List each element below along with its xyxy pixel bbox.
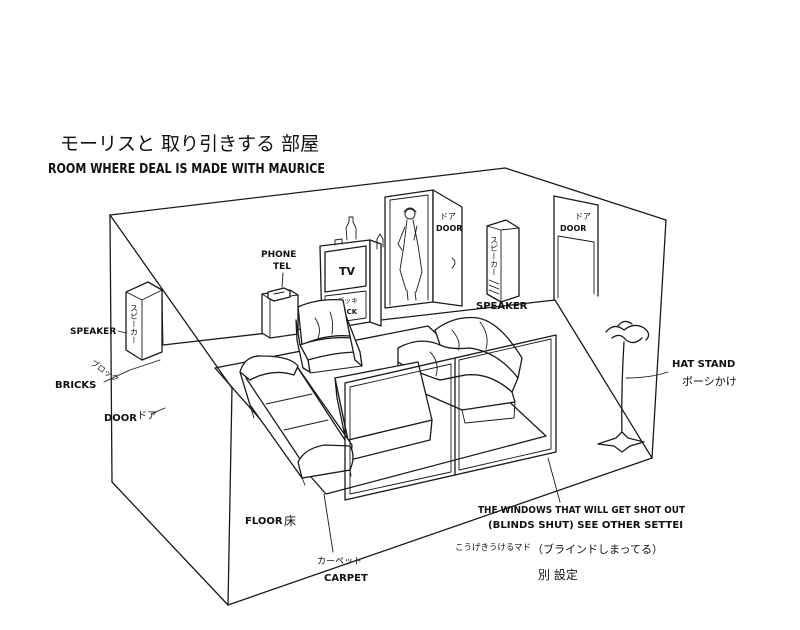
back-door-label: DOOR (436, 224, 462, 233)
phone-label: PHONE (261, 250, 296, 260)
floor-label: FLOOR (245, 516, 283, 527)
left-speaker-label-japanese: スピーカー (130, 304, 139, 344)
carpet-label: CARPET (324, 573, 368, 584)
left-sofa-cushion-lines (265, 393, 329, 431)
right-door-inner-line (557, 235, 595, 299)
bricks-label: BRICKS (55, 380, 96, 391)
hat-stand-hooks (605, 320, 650, 344)
title-english: ROOM WHERE DEAL IS MADE WITH MAURICE (48, 162, 325, 177)
windows-note-line1: THE WINDOWS THAT WILL GET SHOT OUT (478, 505, 685, 516)
figure-legs (406, 289, 417, 301)
windows-note-leader (547, 457, 561, 503)
left-door-label-japanese: ドア (137, 411, 157, 422)
left-door-label: DOOR (104, 413, 137, 424)
windows-note-japanese-3: 別 設定 (538, 567, 578, 582)
telephone-dial (273, 291, 285, 295)
front-left-vertical (227, 387, 233, 606)
left-wall-rear-vertical (109, 214, 113, 483)
right-speaker-grille (488, 279, 500, 295)
back-door (384, 189, 463, 309)
left-sofa-seat-edge (295, 364, 346, 441)
windows-note-japanese-1: こうげきうけるマド (455, 543, 531, 553)
telephone (267, 287, 291, 302)
windows-note-line2: (BLINDS SHUT) SEE OTHER SETTEI (488, 520, 683, 531)
left-speaker: スピーカー (117, 281, 163, 361)
carpet-label-japanese: カーペット (317, 556, 362, 567)
coffee-table-top (334, 361, 433, 441)
phone-leader (281, 272, 284, 288)
left-sofa-backrest (245, 377, 303, 463)
phone-table (261, 272, 299, 339)
left-sofa (239, 355, 354, 486)
deck-label: DECK (336, 308, 358, 316)
right-sofa-back (434, 316, 523, 379)
right-door (553, 195, 599, 301)
windows-note-japanese-2: （ブラインドしまってる） (532, 542, 663, 556)
window-inner-frame (349, 338, 552, 495)
floor-label-japanese: 床 (284, 514, 296, 528)
back-door-knob (451, 257, 456, 269)
figure-head (404, 208, 416, 220)
back-door-leaf (432, 189, 463, 307)
back-door-inner-frame (389, 194, 429, 306)
carpet-leader (323, 493, 334, 553)
left-speaker-leader (117, 330, 127, 334)
ceiling-right-edge (504, 167, 667, 221)
bottle (345, 216, 357, 241)
left-wall-top-edge (109, 214, 233, 389)
left-wall-bottom-edge (111, 481, 229, 606)
window-frame (344, 334, 557, 501)
bricks-leader (103, 359, 161, 383)
right-wall-floor-line (554, 299, 653, 459)
tv-label: TV (339, 265, 356, 278)
hat-stand-label-japanese: ボーシかけ (682, 375, 737, 388)
deck-label-japanese: デッキ (337, 296, 358, 305)
hat-stand-leader (625, 371, 669, 379)
armchair-base (307, 351, 363, 374)
right-sofa-cushion-lines (429, 321, 488, 377)
right-speaker-label: SPEAKER (476, 301, 528, 312)
right-sofa (397, 316, 523, 424)
figure-hair (403, 207, 417, 213)
woman-figure (397, 207, 423, 301)
right-speaker-label-japanese: スピーカー (490, 236, 499, 276)
windows (344, 334, 557, 501)
back-door-label-japanese: ドア (440, 212, 456, 221)
left-door-leader (150, 407, 166, 415)
hat-stand (597, 320, 669, 453)
right-speaker-box (486, 219, 520, 303)
right-sofa-front (461, 401, 516, 424)
right-speaker: スピーカー (486, 219, 520, 303)
tv-screen (324, 245, 367, 293)
right-door-label-japanese: ドア (575, 212, 591, 221)
armchair (295, 299, 363, 374)
tv-cabinet-side (369, 239, 382, 327)
right-speaker-edge (486, 225, 520, 303)
right-door-frame (553, 195, 599, 301)
right-wall-front-vertical (651, 219, 667, 459)
left-sofa-arm-top (239, 355, 299, 381)
figure-arms (397, 225, 418, 251)
left-speaker-edge (125, 289, 163, 361)
ceiling-back-edge (109, 167, 506, 216)
right-door-label: DOOR (560, 224, 586, 233)
hat-stand-pole (621, 341, 625, 439)
hat-stand-label: HAT STAND (672, 359, 735, 370)
armchair-folds (314, 311, 334, 339)
tel-label: TEL (273, 262, 291, 272)
left-speaker-box (125, 281, 163, 361)
hat-stand-base (597, 431, 645, 453)
coffee-table (334, 361, 433, 461)
floor-front-edge (227, 457, 653, 606)
small-bottle (376, 233, 384, 250)
armchair-arm-right (345, 315, 363, 367)
title-japanese: モーリスと 取り引きする 部屋 (60, 133, 319, 155)
left-speaker-label: SPEAKER (70, 327, 116, 337)
cabinet-ornament (334, 238, 343, 246)
